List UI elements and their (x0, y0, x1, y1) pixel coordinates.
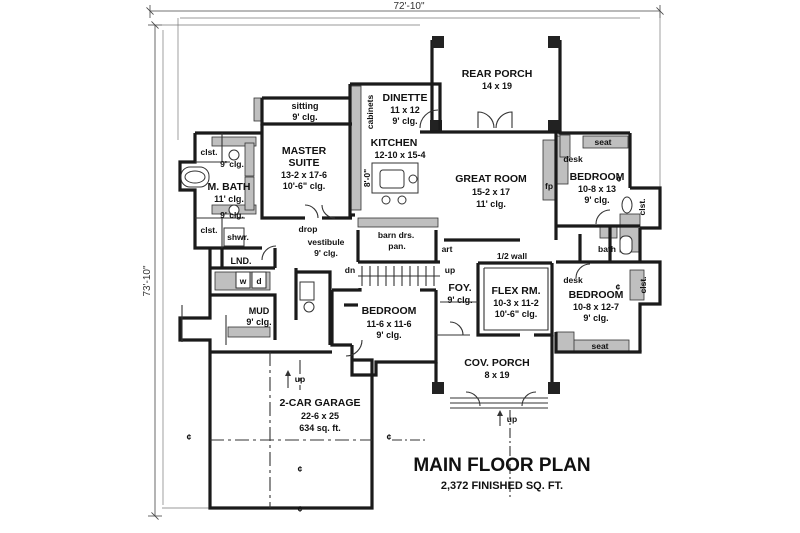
garage-name: 2-CAR GARAGE (279, 397, 360, 409)
kitchen-size: 12-10 x 15-4 (374, 150, 425, 160)
great-room-name: GREAT ROOM (455, 173, 527, 185)
great-room-size: 15-2 x 17 (472, 187, 510, 197)
m-bath-ceiling: 11' clg. (214, 194, 244, 204)
sitting-ceiling: 9' clg. (292, 112, 317, 122)
half-wall-label: 1/2 wall (497, 251, 527, 261)
desk-se-label: desk (563, 275, 583, 285)
arrow-up-icon (285, 370, 503, 426)
mud-ceiling: 9' clg. (246, 317, 271, 327)
bath-label: bath (598, 244, 616, 254)
stair-down-label: dn (345, 265, 355, 275)
svg-text:¢: ¢ (298, 464, 303, 474)
cov-porch-size: 8 x 19 (484, 370, 509, 380)
flex-room-size: 10-3 x 11-2 (493, 298, 539, 308)
porch-up-label: up (507, 414, 517, 424)
master-suite-ceiling: 10'-6" clg. (283, 181, 325, 191)
vestibule-name: vestibule (308, 237, 345, 247)
svg-text:¢: ¢ (187, 432, 192, 442)
drop-label: drop (299, 224, 318, 234)
laundry-label: LND. (231, 256, 252, 266)
foyer-ceiling: 9' clg. (447, 295, 472, 305)
dinette-ceiling: 9' clg. (392, 116, 417, 126)
flex-room-name: FLEX RM. (492, 285, 541, 297)
washer-label: w (239, 276, 247, 286)
closet-se-label: clst. (638, 276, 648, 293)
great-room-ceiling: 11' clg. (476, 199, 506, 209)
foyer-name: FOY. (448, 282, 471, 294)
vestibule-ceiling: 9' clg. (314, 248, 338, 258)
seat-ne-label: seat (594, 137, 611, 147)
bedroom-se-ceiling: 9' clg. (583, 313, 608, 323)
stair-up-label: up (445, 265, 455, 275)
garage-up-label: up (295, 374, 305, 384)
sitting-name: sitting (292, 101, 319, 111)
m-bath-name: M. BATH (208, 181, 251, 193)
closet-ne-label: clst. (637, 198, 647, 215)
flex-room-ceiling: 10'-6" clg. (495, 309, 537, 319)
bedroom-ne-ceiling: 9' clg. (584, 195, 609, 205)
closet-mb-bot-ceiling: 9' clg. (220, 210, 244, 220)
closet-mb-top-label: clst. (200, 147, 217, 157)
master-suite-name-2: SUITE (289, 157, 320, 169)
svg-text:¢: ¢ (617, 174, 622, 184)
svg-text:¢: ¢ (298, 504, 303, 514)
kitchen-name: KITCHEN (371, 137, 418, 149)
dryer-label: d (256, 276, 261, 286)
rear-porch-size: 14 x 19 (482, 81, 512, 91)
dinette-name: DINETTE (383, 92, 428, 104)
pantry-label: pan. (388, 241, 405, 251)
desk-ne-label: desk (563, 154, 583, 164)
plan-title: MAIN FLOOR PLAN (413, 455, 590, 476)
dinette-size: 11 x 12 (390, 105, 420, 115)
mud-name: MUD (249, 306, 270, 316)
garage-area: 634 sq. ft. (299, 423, 341, 433)
overall-depth-label: 73'-10" (142, 265, 153, 296)
bedroom-se-size: 10-8 x 12-7 (573, 302, 619, 312)
master-suite-name-1: MASTER (282, 145, 327, 157)
dimension-lines: 72'-10" 73'-10" (142, 1, 664, 520)
overall-width-label: 72'-10" (393, 1, 424, 12)
fireplace-label: fp (545, 181, 553, 191)
svg-text:¢: ¢ (387, 432, 392, 442)
garage-size: 22-6 x 25 (301, 411, 339, 421)
svg-text:¢: ¢ (616, 282, 621, 292)
bedroom-se-name: BEDROOM (569, 289, 624, 301)
fixtures (180, 109, 633, 508)
seat-se-label: seat (591, 341, 608, 351)
bedroom-ne-name: BEDROOM (570, 171, 625, 183)
closet-mb-bot-label: clst. (200, 225, 217, 235)
master-suite-size: 13-2 x 17-6 (281, 170, 327, 180)
island-length: 8'-0" (362, 169, 372, 187)
cov-porch-name: COV. PORCH (464, 357, 530, 369)
shower-label: shwr. (227, 232, 249, 242)
walls (178, 36, 662, 510)
bedroom-ne-size: 10-8 x 13 (578, 184, 616, 194)
centerline-symbol: ¢ ¢ ¢ ¢ ¢ ¢ (187, 174, 622, 514)
barn-doors-label: barn drs. (378, 230, 414, 240)
bedroom-center-ceiling: 9' clg. (376, 330, 401, 340)
plan-subtitle: 2,372 FINISHED SQ. FT. (441, 480, 563, 492)
bedroom-center-name: BEDROOM (362, 305, 417, 317)
closet-mb-top-ceiling: 9' clg. (220, 159, 244, 169)
art-label: art (442, 244, 453, 254)
bedroom-center-size: 11-6 x 11-6 (366, 319, 411, 329)
rear-porch-name: REAR PORCH (462, 68, 533, 80)
room-labels: REAR PORCH 14 x 19 DINETTE 11 x 12 9' cl… (200, 68, 648, 433)
cabinets-label: cabinets (365, 94, 375, 129)
